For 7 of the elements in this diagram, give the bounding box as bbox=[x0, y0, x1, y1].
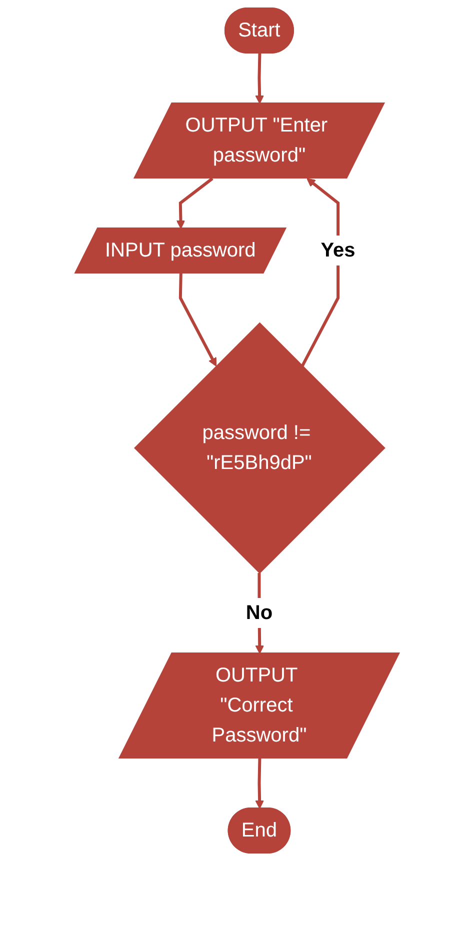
arrow bbox=[176, 177, 214, 229]
edge-label: Yes bbox=[321, 240, 356, 262]
node-diamond: password != "rE5Bh9dP" bbox=[134, 322, 386, 574]
arrow bbox=[256, 53, 264, 104]
arrow bbox=[256, 758, 264, 809]
edge-label: No bbox=[246, 602, 273, 624]
arrow bbox=[179, 273, 217, 366]
